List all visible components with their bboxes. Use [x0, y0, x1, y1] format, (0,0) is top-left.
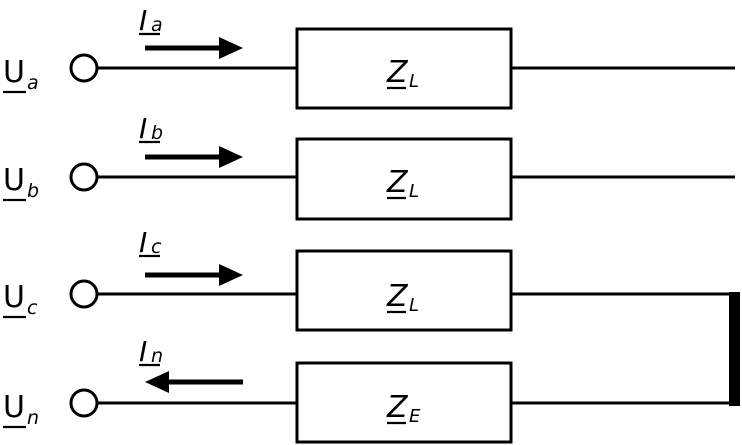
- current-symbol: I: [139, 4, 147, 37]
- current-label-c: I c: [139, 226, 162, 259]
- neutral-row: U n I n Z E: [3, 335, 733, 444]
- voltage-label-c: U c: [3, 280, 38, 319]
- phase-b-row: U b I b Z L: [3, 112, 735, 221]
- impedance-subscript: L: [409, 71, 419, 92]
- voltage-label-b: U b: [3, 163, 39, 202]
- impedance-box-c: [295, 249, 513, 332]
- current-label-n: I n: [139, 335, 163, 368]
- current-label-a: I a: [139, 4, 163, 37]
- terminal-a: [69, 53, 99, 83]
- impedance-label-c: Z L: [386, 279, 419, 316]
- voltage-subscript: b: [27, 180, 39, 202]
- voltage-label-n: U n: [3, 390, 39, 429]
- impedance-subscript: L: [409, 295, 419, 316]
- phase-c-row: U c I c Z L: [3, 226, 733, 332]
- impedance-subscript: E: [409, 406, 421, 427]
- impedance-box-n: [295, 361, 513, 444]
- impedance-box-b: [295, 137, 513, 221]
- impedance-subscript: L: [409, 181, 419, 202]
- phase-a-row: U a I a Z L: [3, 4, 735, 110]
- impedance-label-a: Z L: [386, 55, 419, 92]
- impedance-box-a: [295, 27, 513, 110]
- voltage-symbol: U: [3, 390, 25, 425]
- voltage-symbol: U: [3, 163, 25, 198]
- impedance-label-b: Z L: [386, 165, 419, 202]
- voltage-subscript: c: [27, 297, 38, 319]
- current-label-b: I b: [139, 112, 163, 145]
- voltage-label-a: U a: [3, 55, 39, 94]
- voltage-symbol: U: [3, 280, 25, 315]
- current-subscript: n: [151, 345, 163, 367]
- current-symbol: I: [139, 335, 147, 368]
- impedance-symbol: Z: [386, 165, 409, 200]
- current-subscript: a: [151, 14, 163, 36]
- arrow-right-icon: [145, 264, 243, 286]
- current-subscript: b: [151, 122, 163, 144]
- voltage-symbol: U: [3, 55, 25, 90]
- voltage-subscript: n: [27, 407, 39, 429]
- terminal-c: [69, 279, 99, 309]
- voltage-subscript: a: [27, 72, 39, 94]
- arrow-right-icon: [145, 37, 243, 59]
- impedance-symbol: Z: [386, 55, 409, 90]
- impedance-symbol: Z: [386, 279, 409, 314]
- arrow-left-icon: [145, 371, 243, 393]
- short-circuit-bar: [729, 292, 740, 406]
- impedance-label-n: Z E: [386, 390, 421, 427]
- current-symbol: I: [139, 226, 147, 259]
- current-symbol: I: [139, 112, 147, 145]
- terminal-n: [69, 388, 99, 418]
- arrow-right-icon: [145, 146, 243, 168]
- current-subscript: c: [151, 236, 162, 258]
- terminal-b: [69, 162, 99, 192]
- impedance-symbol: Z: [386, 390, 409, 425]
